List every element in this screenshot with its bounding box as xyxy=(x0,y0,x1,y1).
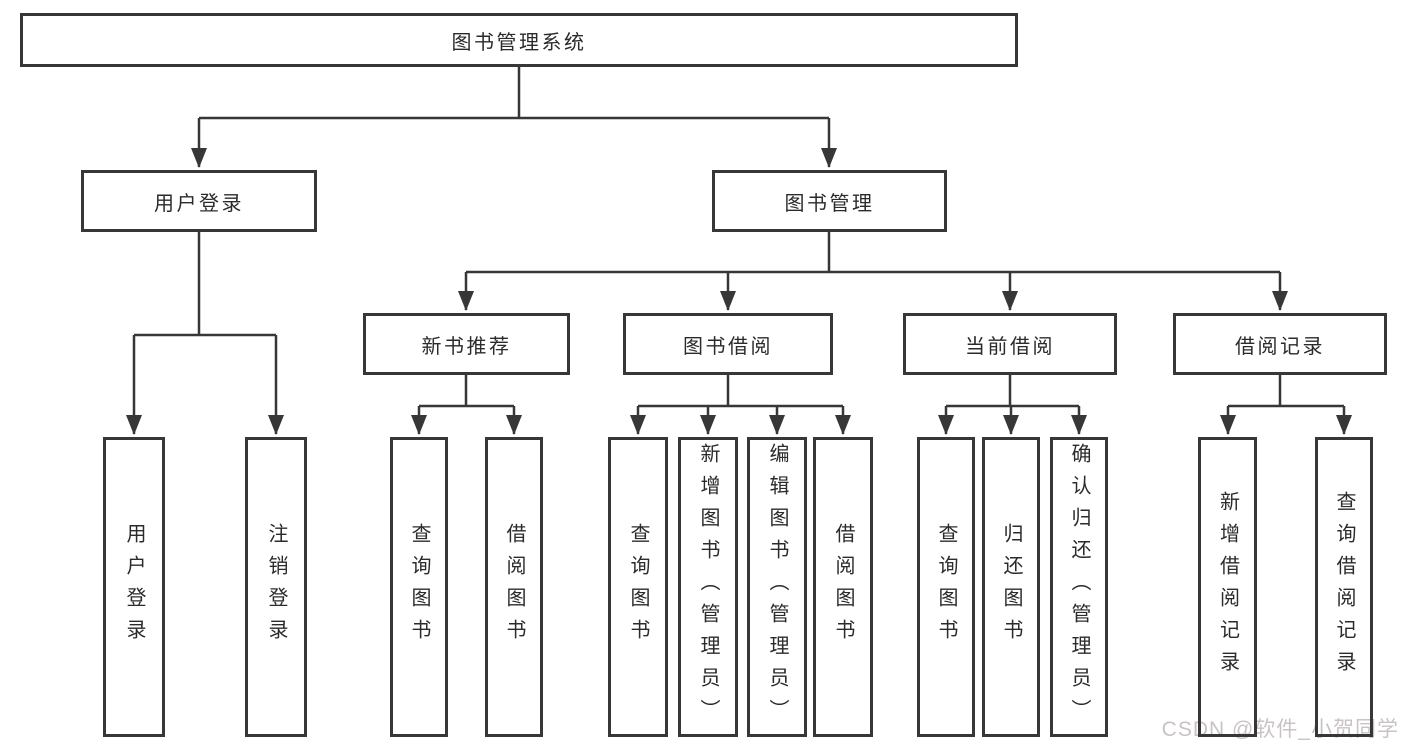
leaf-query-books-recommend: 查询图书 xyxy=(390,437,448,737)
watermark: CSDN @软件_小贺同学 xyxy=(1161,718,1399,741)
leaf-return-book: 归还图书 xyxy=(982,437,1040,737)
leaf-edit-book-admin-label: 编辑图书（管理员） xyxy=(766,443,788,731)
node-book-borrow: 图书借阅 xyxy=(623,313,833,375)
node-user-login-label: 用户登录 xyxy=(154,192,244,215)
leaf-query-books-borrow: 查询图书 xyxy=(608,437,668,737)
node-borrow-records-label: 借阅记录 xyxy=(1235,335,1325,358)
leaf-query-books-current-label: 查询图书 xyxy=(935,523,957,651)
leaf-query-borrow-record-label: 查询借阅记录 xyxy=(1333,491,1355,683)
leaf-borrow-books: 借阅图书 xyxy=(813,437,873,737)
node-library-system: 图书管理系统 xyxy=(20,13,1018,67)
leaf-user-login: 用户登录 xyxy=(103,437,165,737)
leaf-query-books-recommend-label: 查询图书 xyxy=(408,523,430,651)
leaf-query-books-current: 查询图书 xyxy=(917,437,975,737)
leaf-borrow-books-label: 借阅图书 xyxy=(832,523,854,651)
node-user-login: 用户登录 xyxy=(81,170,317,232)
leaf-query-books-borrow-label: 查询图书 xyxy=(627,523,649,651)
node-book-management-label: 图书管理 xyxy=(784,192,875,215)
leaf-borrow-books-recommend-label: 借阅图书 xyxy=(503,523,525,651)
node-library-system-label: 图书管理系统 xyxy=(451,31,587,54)
leaf-return-book-label: 归还图书 xyxy=(1000,523,1022,651)
node-current-borrow: 当前借阅 xyxy=(903,313,1117,375)
leaf-add-book-admin-label: 新增图书（管理员） xyxy=(697,443,719,731)
node-current-borrow-label: 当前借阅 xyxy=(965,335,1055,358)
connector-skeleton xyxy=(134,67,1344,408)
leaf-confirm-return-admin: 确认归还（管理员） xyxy=(1050,437,1108,737)
leaf-logout-label: 注销登录 xyxy=(265,523,287,651)
leaf-edit-book-admin: 编辑图书（管理员） xyxy=(747,437,807,737)
leaf-add-borrow-record: 新增借阅记录 xyxy=(1198,437,1257,737)
leaf-query-borrow-record: 查询借阅记录 xyxy=(1315,437,1373,737)
leaf-logout: 注销登录 xyxy=(245,437,307,737)
leaf-add-borrow-record-label: 新增借阅记录 xyxy=(1216,491,1239,683)
leaf-user-login-label: 用户登录 xyxy=(123,523,145,651)
node-new-book-recommend-label: 新书推荐 xyxy=(421,335,512,358)
leaf-confirm-return-admin-label: 确认归还（管理员） xyxy=(1068,443,1090,731)
node-borrow-records: 借阅记录 xyxy=(1173,313,1387,375)
node-book-management: 图书管理 xyxy=(712,170,947,232)
leaf-add-book-admin: 新增图书（管理员） xyxy=(678,437,738,737)
node-new-book-recommend: 新书推荐 xyxy=(363,313,570,375)
node-book-borrow-label: 图书借阅 xyxy=(683,335,773,358)
leaf-borrow-books-recommend: 借阅图书 xyxy=(485,437,543,737)
